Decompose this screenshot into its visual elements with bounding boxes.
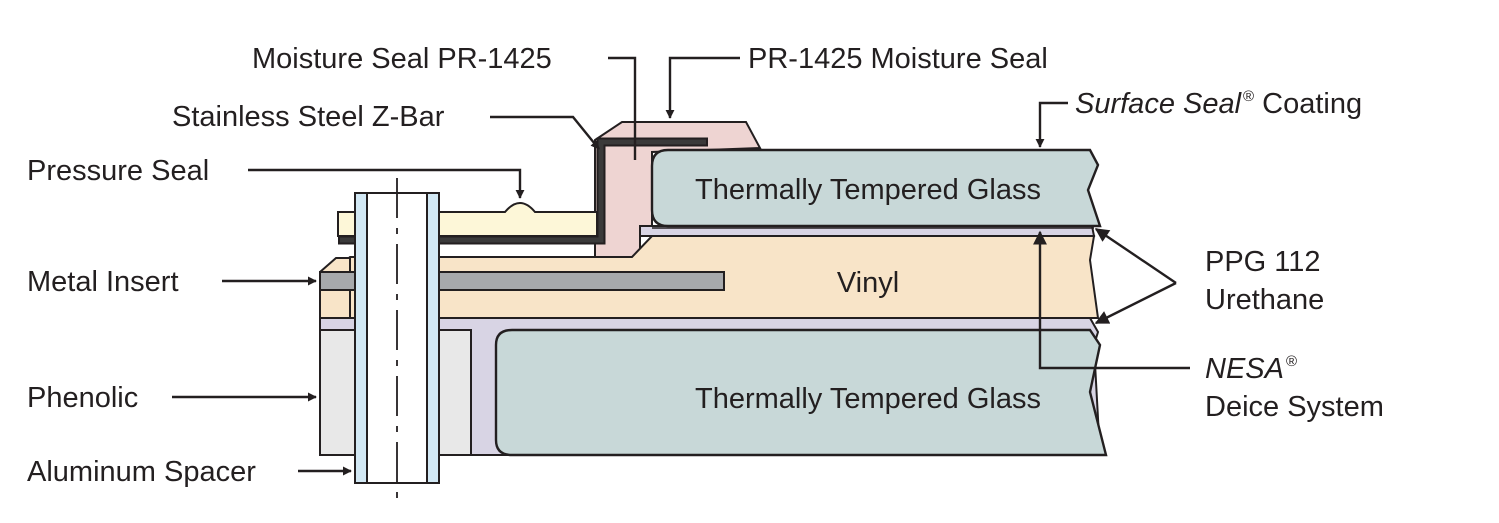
z-bar-leader xyxy=(490,115,600,150)
pressure-seal-label: Pressure Seal xyxy=(27,155,209,187)
z-bar-highlight xyxy=(340,139,706,243)
metal-insert-label: Metal Insert xyxy=(27,266,179,298)
nesa-label-line2: Deice System xyxy=(1205,391,1384,423)
surface-seal-coating-label: Surface Seal® Coating xyxy=(1075,88,1362,120)
z-bar-label: Stainless Steel Z-Bar xyxy=(172,101,445,133)
phenolic-label: Phenolic xyxy=(27,382,138,414)
moisture-seal-right-leader xyxy=(665,56,740,119)
bottom-glass-label: Thermally Tempered Glass xyxy=(695,383,1041,415)
top-glass-label: Thermally Tempered Glass xyxy=(695,174,1041,206)
top-glass-layer xyxy=(650,148,1102,228)
surface-seal-registered-mark: ® xyxy=(1243,88,1254,105)
urethane-label-line1: PPG 112 xyxy=(1205,246,1321,278)
nesa-name: NESA xyxy=(1205,353,1284,385)
urethane-leader-upper xyxy=(1094,228,1177,284)
nesa-label-line1: NESA® xyxy=(1205,353,1297,385)
surface-seal-suffix: Coating xyxy=(1254,88,1362,120)
aluminum-spacer-label: Aluminum Spacer xyxy=(27,456,256,488)
aluminum-spacer-left xyxy=(354,192,368,484)
bottom-glass-layer xyxy=(494,328,1108,457)
nesa-registered-mark: ® xyxy=(1286,353,1297,370)
moisture-seal-left-label: Moisture Seal PR-1425 xyxy=(252,43,552,75)
nesa-leader xyxy=(1033,230,1190,370)
pressure-seal-leader xyxy=(248,168,525,199)
aluminum-spacer-right xyxy=(426,192,440,484)
moisture-seal-right-label: PR-1425 Moisture Seal xyxy=(748,43,1048,75)
urethane-label-line2: Urethane xyxy=(1205,284,1324,316)
urethane-leader-lower xyxy=(1094,281,1177,325)
vinyl-label: Vinyl xyxy=(837,267,899,299)
surface-seal-name: Surface Seal xyxy=(1075,88,1243,120)
surface-seal-leader xyxy=(1035,101,1068,148)
moisture-seal-left-leader xyxy=(608,56,637,160)
